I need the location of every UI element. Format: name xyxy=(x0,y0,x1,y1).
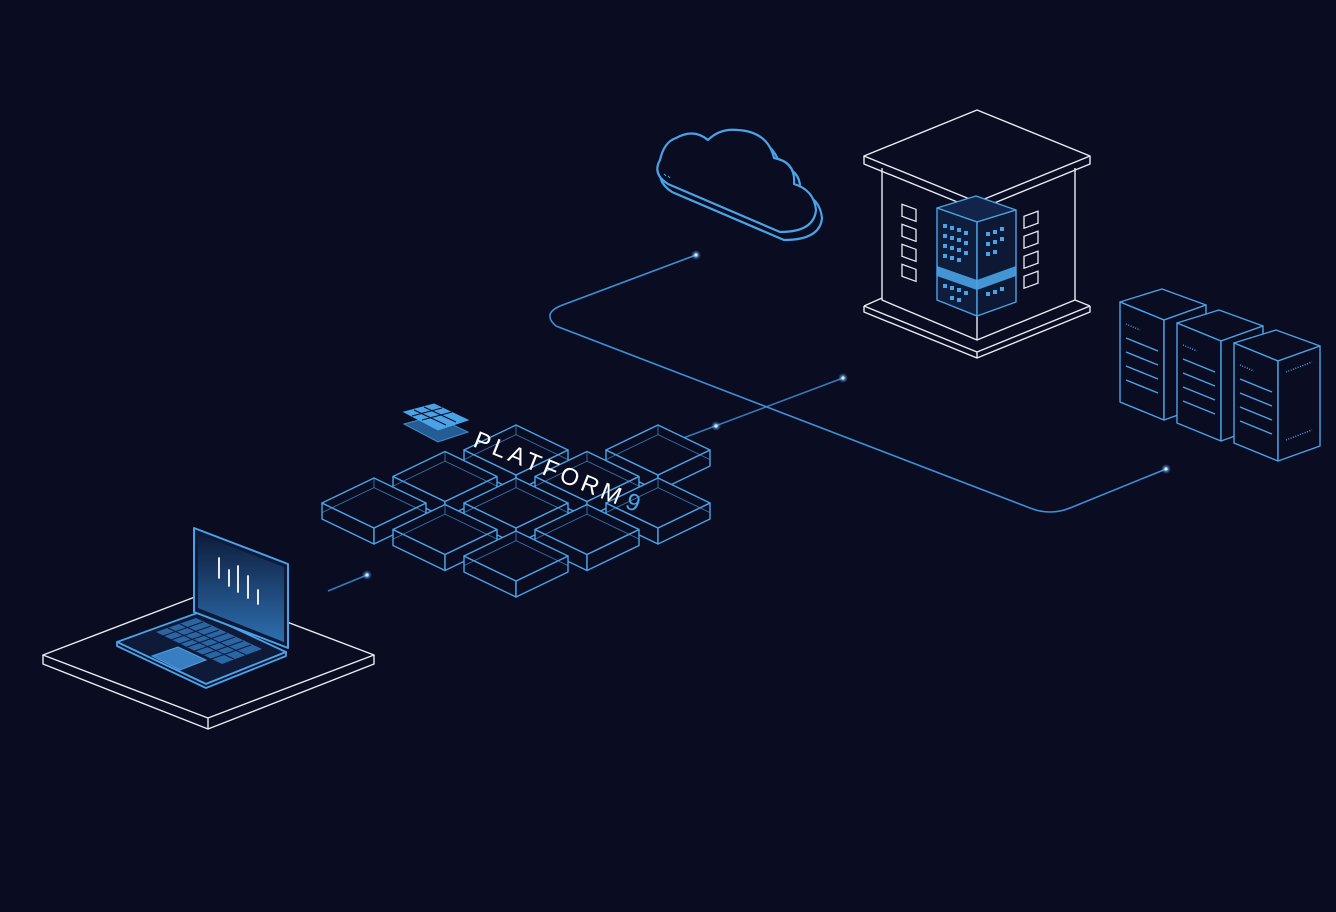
tower-windows xyxy=(943,224,1004,302)
platform-cell-1 xyxy=(463,424,569,492)
platform-cell-2 xyxy=(605,424,711,492)
platform-cell-3 xyxy=(392,450,498,519)
platform-grid-icon xyxy=(321,424,711,598)
laptop-to-platform-line xyxy=(327,574,368,592)
laptop-trackpad xyxy=(150,646,208,671)
platform-to-office-line xyxy=(677,377,844,441)
platform-cell-10 xyxy=(463,530,569,598)
cloud-icon xyxy=(656,128,824,242)
platform-chip-icon xyxy=(402,403,470,443)
connection-lines xyxy=(327,254,1167,592)
platform-cell-4 xyxy=(534,450,640,519)
platform-cell-8 xyxy=(392,503,498,572)
platform-cell-6 xyxy=(463,477,569,545)
line-endpoints xyxy=(362,250,1171,580)
laptop-screen-graphic xyxy=(218,557,259,605)
server-rack-icon xyxy=(1119,288,1321,462)
platform-cell-9 xyxy=(534,503,640,572)
platform-cell-7 xyxy=(605,477,711,545)
cloud-to-servers-line xyxy=(549,254,1167,513)
office-building-icon xyxy=(863,109,1091,359)
laptop-icon xyxy=(42,527,375,730)
platform-cell-5 xyxy=(321,477,427,545)
server-rack-3 xyxy=(1233,329,1321,462)
